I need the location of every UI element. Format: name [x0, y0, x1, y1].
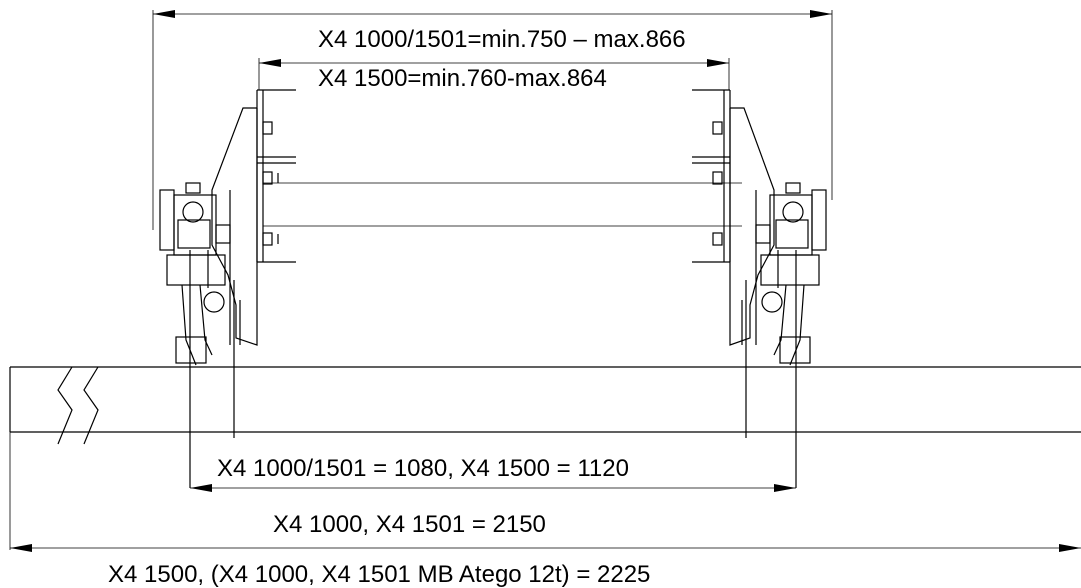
left-bracket: [159, 107, 258, 488]
chassis-beam: [9, 366, 1081, 445]
dimension-top-outer-label: X4 1000/1501=min.750 – max.866: [318, 26, 686, 53]
dimension-top-outer: X4 1000/1501=min.750 – max.866: [152, 10, 833, 230]
dimension-overall-width: X4 1000, X4 1501 = 2150 X4 1500, (X4 100…: [9, 432, 1081, 588]
dimension-top-inner-label: X4 1500=min.760-max.864: [318, 65, 607, 92]
center-frame: [256, 89, 742, 263]
dimension-width-b-label: X4 1500, (X4 1000, X4 1501 MB Atego 12t)…: [108, 561, 650, 588]
dimension-width-a-label: X4 1000, X4 1501 = 2150: [273, 511, 546, 538]
right-bracket: [729, 107, 827, 488]
dimension-bracket-spacing: X4 1000/1501 = 1080, X4 1500 = 1120: [190, 455, 796, 492]
dimension-top-inner: X4 1500=min.760-max.864: [258, 58, 730, 92]
dimension-bracket-spacing-label: X4 1000/1501 = 1080, X4 1500 = 1120: [217, 455, 629, 482]
